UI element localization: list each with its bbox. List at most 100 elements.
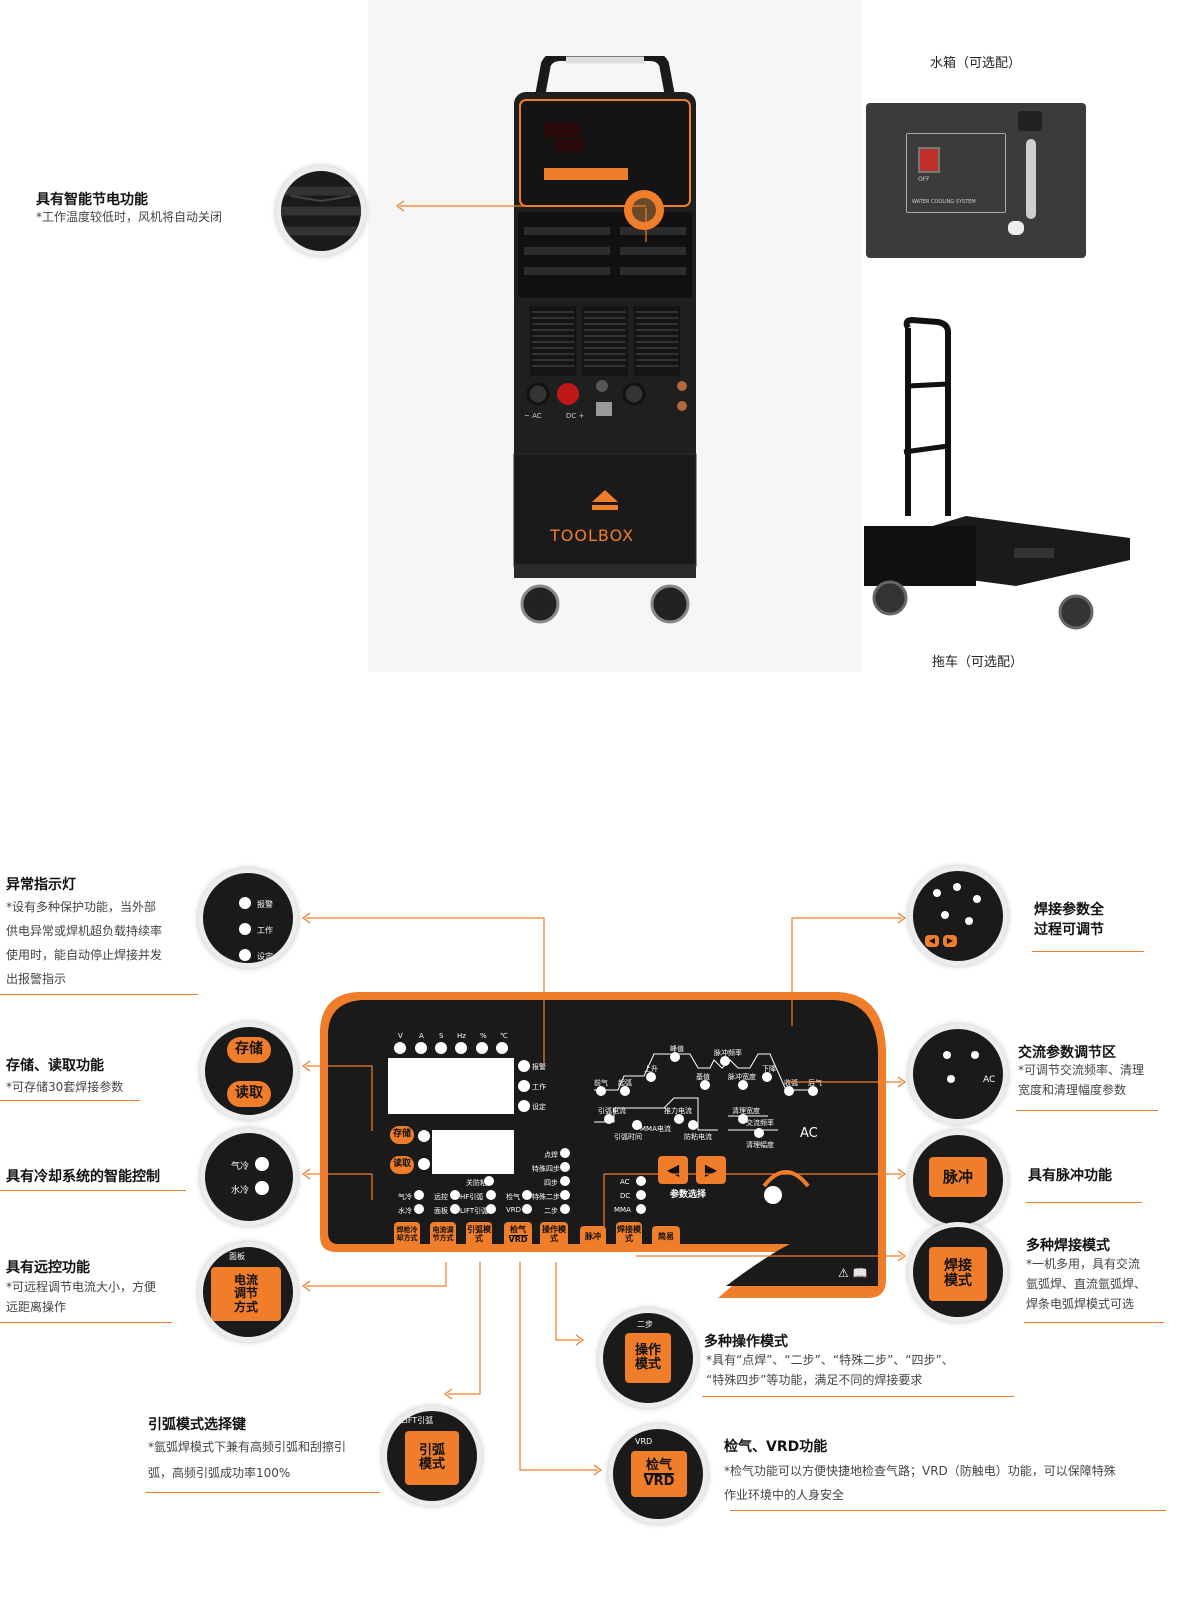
unit-led bbox=[496, 1042, 508, 1054]
store-button[interactable]: 存储 bbox=[390, 1126, 414, 1144]
unit-label: ℃ bbox=[500, 1032, 508, 1040]
curve-led bbox=[720, 1056, 730, 1066]
weld-mode-button[interactable]: 焊接模式 bbox=[616, 1222, 642, 1248]
alarm-line: 出报警指示 bbox=[6, 972, 67, 986]
hf-label: HF引弧 bbox=[460, 1193, 484, 1201]
alarm-line: 使用时，能自动停止焊接并发 bbox=[6, 948, 163, 962]
process-label: DC bbox=[620, 1192, 631, 1200]
arc-line: *氩弧焊模式下兼有高频引弧和刮擦引 bbox=[148, 1440, 347, 1454]
curve-label: 脉冲宽度 bbox=[728, 1073, 756, 1081]
curve-led bbox=[646, 1072, 656, 1082]
panel-label: 面板 bbox=[434, 1207, 448, 1215]
curve-led bbox=[620, 1086, 630, 1096]
curve-led bbox=[738, 1080, 748, 1090]
control-panel: V A S Hz % ℃ 报警 工作 设定 存储 读取 点焊 特殊四步 四步 特… bbox=[318, 990, 892, 1302]
zoom-label: VRD bbox=[635, 1437, 653, 1446]
zoom-store: 存储 bbox=[227, 1037, 271, 1063]
mid-label: 引弧时间 bbox=[614, 1133, 642, 1141]
mode-led bbox=[560, 1190, 570, 1200]
water-panel-off: OFF bbox=[918, 176, 930, 183]
curve-label: 后气 bbox=[808, 1079, 822, 1087]
op-mode-zoom: 二步 操作模式 bbox=[598, 1308, 698, 1408]
process-led bbox=[636, 1204, 646, 1214]
arc-underline bbox=[146, 1492, 380, 1493]
zoom-label: 气冷 bbox=[231, 1162, 250, 1172]
curve-label: 上升 bbox=[644, 1065, 658, 1073]
zoom-current-mode: 电流调节方式 bbox=[211, 1267, 281, 1321]
weld-mode-line: *一机多用，具有交流 bbox=[1026, 1257, 1141, 1271]
cooling-title: 具有冷却系统的智能控制 bbox=[6, 1169, 160, 1185]
mid-led bbox=[632, 1120, 642, 1130]
zoom-pulse: 脉冲 bbox=[929, 1157, 987, 1197]
mode-label: 特殊四步 bbox=[532, 1165, 560, 1173]
zoom-label: 二步 bbox=[637, 1320, 653, 1329]
encoder-knob[interactable] bbox=[764, 1186, 782, 1204]
alarm-title: 异常指示灯 bbox=[6, 877, 76, 893]
remote-underline bbox=[0, 1322, 172, 1323]
zoom-op-mode: 操作模式 bbox=[625, 1333, 671, 1383]
water-panel-system: WATER COOLING SYSTEM bbox=[912, 199, 976, 205]
mid-label: 交流频率 bbox=[746, 1119, 774, 1127]
machine-ac-label: ~ AC bbox=[524, 412, 542, 420]
cooling-mode-button[interactable]: 焊枪冷却方式 bbox=[394, 1222, 420, 1248]
zoom-label: 水冷 bbox=[231, 1186, 250, 1196]
curve-label: 峰值 bbox=[670, 1045, 684, 1053]
pulse-underline bbox=[1026, 1202, 1142, 1203]
pulse-button[interactable]: 脉冲 bbox=[580, 1226, 606, 1248]
curve-label: 收弧 bbox=[784, 1079, 798, 1087]
cooling-underline bbox=[0, 1190, 186, 1191]
mode-led bbox=[560, 1176, 570, 1186]
curve-label: 基值 bbox=[696, 1073, 710, 1081]
mid-label: 防粘电流 bbox=[684, 1133, 712, 1141]
mode-label: 特殊二步 bbox=[532, 1193, 560, 1201]
arc-zoom: LIFT引弧 引弧模式 bbox=[382, 1406, 482, 1506]
vrd-led bbox=[522, 1204, 532, 1214]
remote-zoom: 面板 电流调节方式 bbox=[198, 1242, 298, 1342]
lift-label: LIFT引弧 bbox=[460, 1207, 489, 1215]
mid-led bbox=[604, 1114, 614, 1124]
mode-label: 四步 bbox=[544, 1179, 558, 1187]
param-right-button[interactable]: ▶ bbox=[696, 1156, 726, 1184]
mid-led bbox=[688, 1120, 698, 1130]
air-led bbox=[414, 1190, 424, 1200]
machine-dc-label: DC + bbox=[566, 412, 585, 420]
memory-underline bbox=[0, 1100, 140, 1101]
weld-mode-line: 焊条电弧焊模式可选 bbox=[1026, 1297, 1135, 1311]
set-led bbox=[518, 1100, 530, 1112]
remote-title: 具有远控功能 bbox=[6, 1260, 90, 1276]
curve-label: 前气 bbox=[594, 1079, 608, 1087]
panel-led bbox=[450, 1204, 460, 1214]
mid-label: 清理宽度 bbox=[732, 1107, 760, 1115]
stick-off-led bbox=[484, 1176, 494, 1186]
param-left-button[interactable]: ◀ bbox=[658, 1156, 688, 1184]
mid-label: MMA电流 bbox=[640, 1125, 671, 1133]
secondary-display bbox=[432, 1130, 514, 1174]
work-led bbox=[518, 1080, 530, 1092]
remote-label: 远控 bbox=[434, 1193, 448, 1201]
recall-button[interactable]: 读取 bbox=[390, 1156, 414, 1174]
params-zoom: ◀ ▶ bbox=[908, 866, 1008, 966]
curve-label: 脉冲频率 bbox=[714, 1049, 742, 1057]
alarm-underline bbox=[0, 994, 198, 995]
remote-line: 远距离操作 bbox=[6, 1300, 67, 1314]
cart-caption: 拖车（可选配） bbox=[932, 655, 1024, 670]
arc-mode-button[interactable]: 引弧模式 bbox=[466, 1222, 492, 1248]
zoom-label: 设定 bbox=[257, 952, 273, 961]
curve-led bbox=[808, 1086, 818, 1096]
gas-vrd-button[interactable]: 检气 VRD bbox=[504, 1222, 532, 1248]
gas-label: 检气 bbox=[510, 1224, 526, 1234]
current-mode-button[interactable]: 电流调节方式 bbox=[430, 1222, 456, 1248]
process-led bbox=[636, 1176, 646, 1186]
mid-led bbox=[674, 1114, 684, 1124]
simple-button[interactable]: 简易 bbox=[652, 1226, 680, 1248]
op-mode-button[interactable]: 操作模式 bbox=[540, 1222, 568, 1248]
memory-sub: *可存储30套焊接参数 bbox=[6, 1080, 124, 1094]
params-title: 焊接参数全 bbox=[1034, 902, 1104, 918]
mode-led bbox=[560, 1204, 570, 1214]
unit-led bbox=[455, 1042, 467, 1054]
ac-section-label: AC bbox=[800, 1126, 818, 1141]
process-led bbox=[636, 1190, 646, 1200]
zoom-label: 报警 bbox=[257, 900, 273, 909]
params-title: 过程可调节 bbox=[1034, 922, 1104, 938]
